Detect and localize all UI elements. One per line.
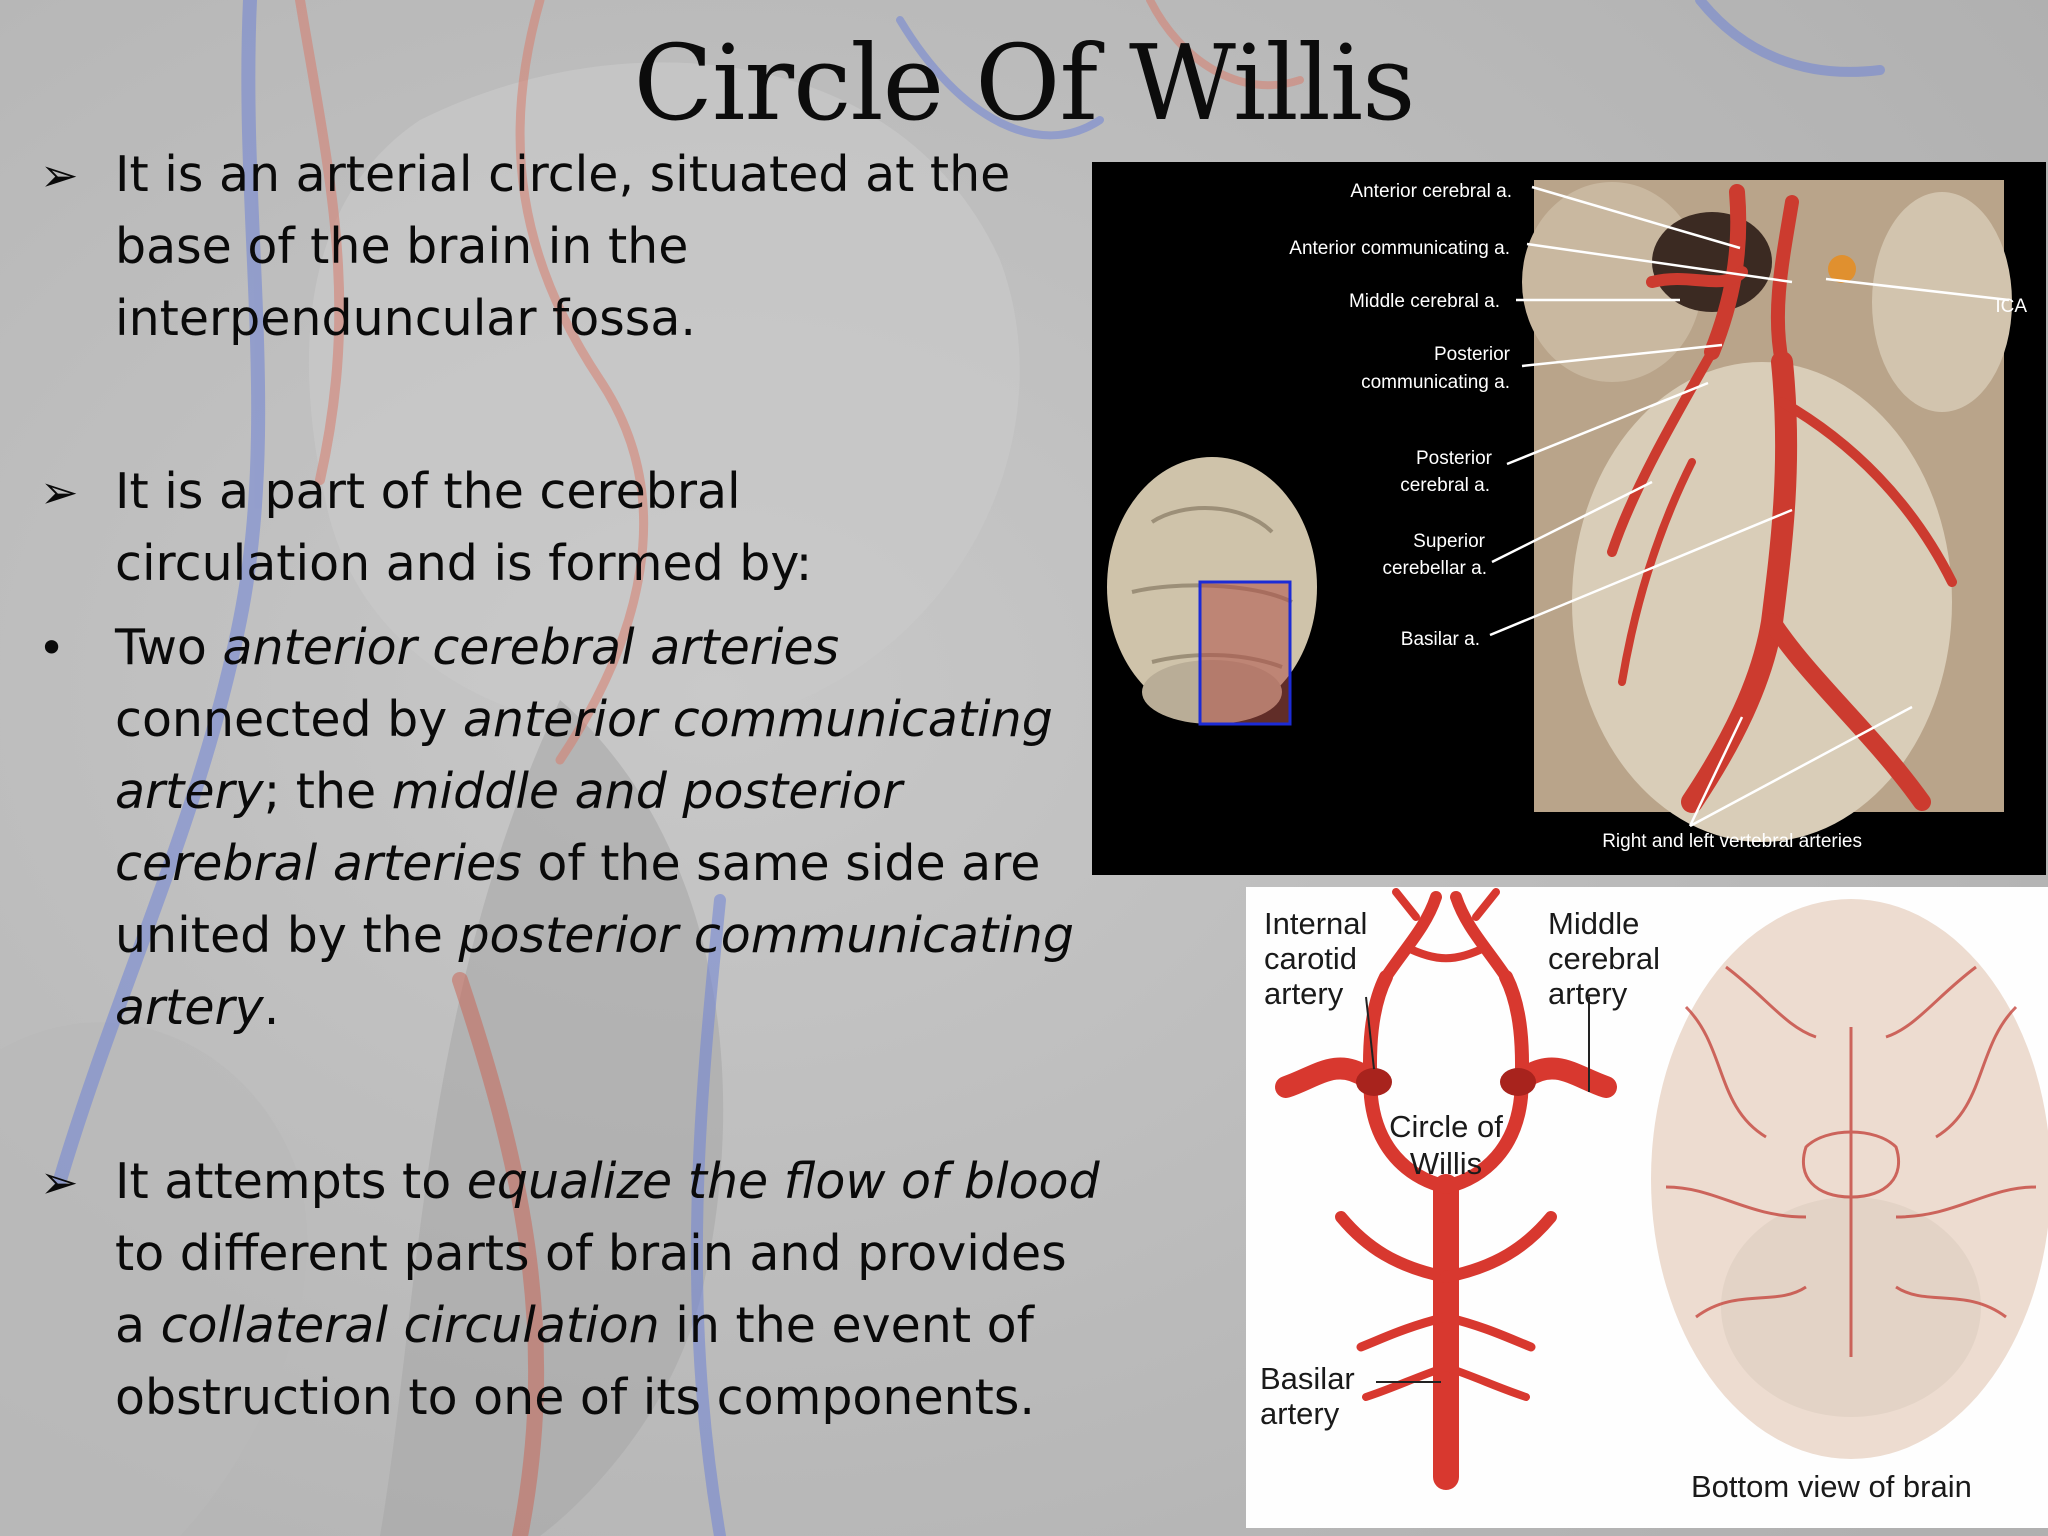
label-internal-carotid-1: Internal (1264, 906, 1367, 941)
point-cerebral-circulation: It is a part of the cerebral circulation… (115, 463, 813, 592)
text-fragment: . (263, 979, 280, 1036)
text-fragment: ; the (263, 763, 392, 820)
point-arterial-circle: It is an arterial circle, situated at th… (115, 146, 1011, 347)
label-bottom-view: Bottom view of brain (1691, 1469, 1972, 1504)
label-basilar-1: Basilar (1260, 1361, 1355, 1396)
label-superior-cerebellar-1: Superior (1413, 531, 1485, 552)
dissection-photo-figure: Anterior cerebral a. Anterior communicat… (1092, 162, 2046, 875)
label-anterior-cerebral: Anterior cerebral a. (1350, 181, 1512, 202)
inset-highlight-box (1200, 582, 1290, 724)
text-fragment: to different parts of brain and provides… (115, 1225, 1067, 1354)
text-fragment: connected by (115, 691, 463, 748)
label-basilar: Basilar a. (1401, 629, 1480, 650)
term-anterior-cerebral-arteries: anterior cerebral arteries (222, 619, 840, 676)
text-fragment: Two (115, 619, 223, 676)
arrow-bullet-icon: ➢ (40, 465, 79, 519)
term-anterior-communicating-artery: anterior communicating artery (115, 691, 1053, 820)
label-internal-carotid-3: artery (1264, 976, 1344, 1011)
slide-title: Circle Of Willis (633, 22, 1416, 144)
label-middle-cerebral: Middle cerebral a. (1349, 291, 1500, 312)
arrow-bullet-icon: ➢ (40, 148, 79, 202)
label-internal-carotid-2: carotid (1264, 941, 1357, 976)
label-vertebral: Right and left vertebral arteries (1602, 831, 1862, 852)
label-ica: ICA (1995, 296, 2027, 317)
label-middle-cerebral-1: Middle (1548, 906, 1639, 941)
label-anterior-communicating: Anterior communicating a. (1289, 238, 1510, 259)
label-posterior-communicating-1: Posterior (1434, 344, 1511, 365)
point-formed-by: Two anterior cerebral arteries connected… (115, 612, 1075, 1044)
label-middle-cerebral-2: cerebral (1548, 941, 1660, 976)
label-posterior-cerebral-1: Posterior (1416, 448, 1493, 469)
label-circle-of-willis-2: Willis (1410, 1146, 1482, 1181)
label-middle-cerebral-3: artery (1548, 976, 1628, 1011)
label-circle-of-willis-1: Circle of (1389, 1109, 1503, 1144)
text-fragment: in the event of obstruction to one of it… (115, 1297, 1035, 1426)
label-posterior-communicating-2: communicating a. (1361, 372, 1510, 393)
term-posterior-communicating-artery: posterior communicating artery (115, 907, 1074, 1036)
label-basilar-2: artery (1260, 1396, 1340, 1431)
text-fragment: of the same side are united by the (115, 835, 1041, 964)
text-fragment: It attempts to (115, 1153, 467, 1210)
arrow-bullet-icon: ➢ (40, 1155, 79, 1209)
point-equalize-flow: It attempts to equalize the flow of bloo… (115, 1146, 1105, 1434)
term-middle-posterior-cerebral: middle and posterior cerebral arteries (115, 763, 903, 892)
term-collateral-circulation: collateral circulation (160, 1297, 660, 1354)
circle-of-willis-illustration: Internal carotid artery Middle cerebral … (1246, 887, 2048, 1528)
label-posterior-cerebral-2: cerebral a. (1400, 475, 1490, 496)
dot-bullet-icon: • (38, 621, 66, 675)
label-superior-cerebellar-2: cerebellar a. (1382, 558, 1487, 579)
term-equalize-flow: equalize the flow of blood (466, 1153, 1100, 1210)
